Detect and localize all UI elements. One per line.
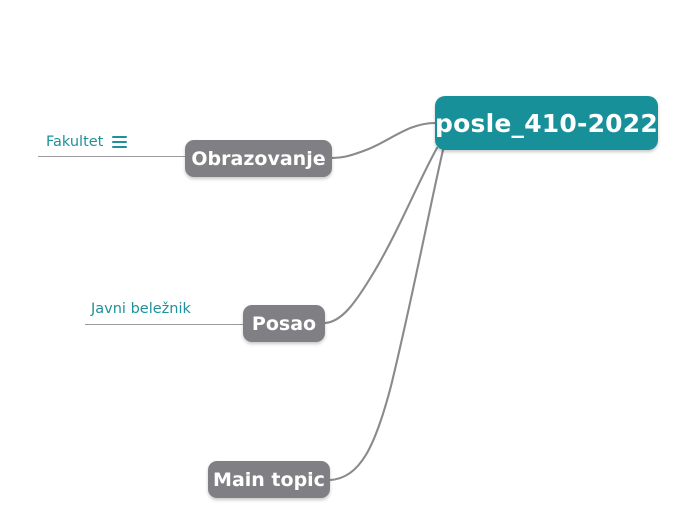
leaf-fakultet-label: Fakultet <box>46 134 104 150</box>
notes-icon-line-2 <box>112 140 128 143</box>
connector-root-to-main-topic <box>328 148 445 482</box>
leaf-fakultet-underline <box>38 156 186 157</box>
notes-icon-line-3 <box>112 145 128 148</box>
node-main-topic-label: Main topic <box>213 468 325 491</box>
node-posao-label: Posao <box>251 312 317 335</box>
leaf-javni-beleznik[interactable]: Javni beležnik <box>91 301 191 317</box>
node-obrazovanje[interactable]: Obrazovanje <box>185 140 332 177</box>
notes-icon[interactable] <box>112 135 128 149</box>
connector-root-to-obrazovanje <box>330 121 437 160</box>
leaf-javni-beleznik-row: Javni beležnik <box>91 301 191 317</box>
leaf-javni-beleznik-label: Javni beležnik <box>91 301 191 317</box>
node-obrazovanje-label: Obrazovanje <box>191 147 326 170</box>
node-main-topic[interactable]: Main topic <box>208 461 330 498</box>
connector-root-to-posao <box>323 146 439 325</box>
notes-icon-line-1 <box>112 135 128 138</box>
leaf-javni-beleznik-underline <box>85 324 244 325</box>
leaf-fakultet[interactable]: Fakultet <box>46 134 128 150</box>
node-posao[interactable]: Posao <box>243 305 325 342</box>
leaf-fakultet-row: Fakultet <box>46 134 128 150</box>
node-root-label: posle_410-2022 <box>435 108 658 138</box>
node-root[interactable]: posle_410-2022 <box>435 96 658 150</box>
